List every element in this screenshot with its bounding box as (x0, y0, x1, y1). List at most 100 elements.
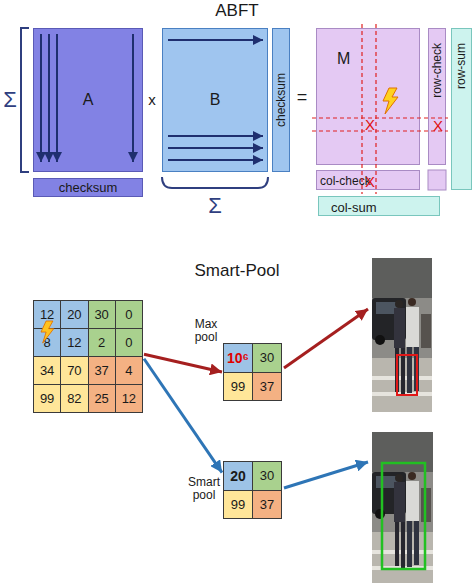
edge-label: Smart pool (178, 476, 230, 502)
wrong-detection-box (397, 355, 417, 395)
street-photo (395, 348, 399, 392)
street-photo (372, 298, 406, 340)
street-photo (372, 376, 432, 380)
street-photo (406, 481, 419, 521)
street-photo (414, 521, 419, 565)
cell-value: 37 (260, 498, 274, 511)
pool-cell: 34 (33, 356, 61, 385)
street-photo (376, 302, 400, 314)
matrix-box: MX (316, 28, 420, 165)
street-photo (372, 358, 432, 412)
section-title: Smart-Pool (177, 262, 297, 281)
street-photo (394, 308, 405, 348)
pool-cell: 37 (252, 490, 282, 520)
street-photo (372, 566, 433, 570)
street-photo (395, 522, 399, 566)
street-photo (375, 509, 385, 519)
operator-symbol: = (242, 88, 362, 108)
cell-value: 99 (231, 498, 245, 511)
sum-bar: row-sum (451, 28, 472, 190)
cell-value: 8 (44, 336, 51, 349)
cell-value: 82 (67, 392, 81, 405)
street-photo (376, 476, 400, 488)
cell-value: 30 (260, 469, 274, 482)
street-photo (395, 300, 403, 308)
correct-detection-box (382, 463, 425, 569)
pool-cell: 4 (115, 356, 143, 385)
pool-cell: 25 (88, 384, 116, 413)
street-photo (395, 335, 405, 345)
sum-symbol: Σ (155, 194, 275, 218)
result-arrow (284, 462, 368, 488)
pool-arrow (144, 354, 222, 372)
cell-value: 20 (230, 469, 246, 483)
street-photo (407, 521, 412, 567)
street-photo (421, 314, 431, 348)
checksum-bar: checksum (272, 28, 290, 172)
sum-brace (162, 177, 268, 188)
pool-cell: 30 (88, 300, 116, 329)
cell-value: 10⁶ (227, 351, 249, 365)
pool-cell: 20 (223, 461, 253, 491)
street-photo (372, 258, 432, 412)
cell-value: 34 (40, 364, 54, 377)
pool-cell: 0 (115, 328, 143, 357)
error-mark: X (365, 174, 375, 189)
pool-cell: 82 (60, 384, 88, 413)
street-photo (372, 550, 433, 554)
cell-value: 0 (125, 336, 132, 349)
cell-value: 70 (67, 364, 81, 377)
cell-value: 12 (67, 336, 81, 349)
box-label: checksum (275, 73, 287, 127)
street-photo (395, 474, 403, 482)
cell-value: 99 (40, 392, 54, 405)
operator-symbol: x (92, 92, 212, 109)
edge-label: Max pool (183, 318, 229, 344)
pool-arrow (144, 359, 222, 473)
pool-cell: 99 (223, 490, 253, 520)
cell-value: 25 (94, 392, 108, 405)
street-photo (372, 258, 432, 298)
pool-cell: 12 (33, 300, 61, 329)
section-title: ABFT (177, 2, 297, 21)
cell-value: 30 (94, 308, 108, 321)
check-bar: col-checkX (316, 170, 420, 190)
box-label: row-check (431, 43, 443, 98)
cell-value: 37 (94, 364, 108, 377)
cell-value: 20 (67, 308, 81, 321)
pool-cell: 12 (60, 328, 88, 357)
sum-bracket (21, 28, 29, 172)
pool-cell: 70 (60, 356, 88, 385)
street-photo (372, 432, 433, 583)
sum-bar: col-sum (318, 196, 440, 216)
box-label: B (210, 92, 221, 108)
box-label: A (83, 92, 94, 108)
pool-cell: 99 (33, 384, 61, 413)
street-photo (401, 522, 405, 568)
street-photo (372, 432, 433, 472)
street-photo (408, 298, 416, 306)
cell-value: 0 (125, 308, 132, 321)
pool-cell: 99 (223, 372, 253, 402)
street-photo (372, 432, 433, 583)
pool-cell: 37 (88, 356, 116, 385)
pool-cell: 0 (115, 300, 143, 329)
street-photo (414, 347, 419, 391)
box-label: M (337, 51, 350, 67)
pool-cell: 8 (33, 328, 61, 357)
street-photo (394, 482, 405, 522)
box-label: checksum (59, 181, 118, 194)
pooled-grid: 20 30 99 37 (223, 461, 282, 519)
cell-value: 37 (260, 380, 274, 393)
street-photo (406, 307, 419, 347)
error-mark: X (365, 117, 375, 132)
box-label: col-sum (331, 201, 377, 214)
box-label: row-sum (455, 43, 467, 89)
error-mark: X (433, 118, 443, 133)
street-photo (401, 348, 405, 394)
matrix-box: B (162, 28, 268, 172)
street-photo (372, 472, 406, 514)
pool-cell: 37 (252, 372, 282, 402)
pool-cell: 30 (252, 343, 282, 373)
cell-value: 2 (98, 336, 105, 349)
